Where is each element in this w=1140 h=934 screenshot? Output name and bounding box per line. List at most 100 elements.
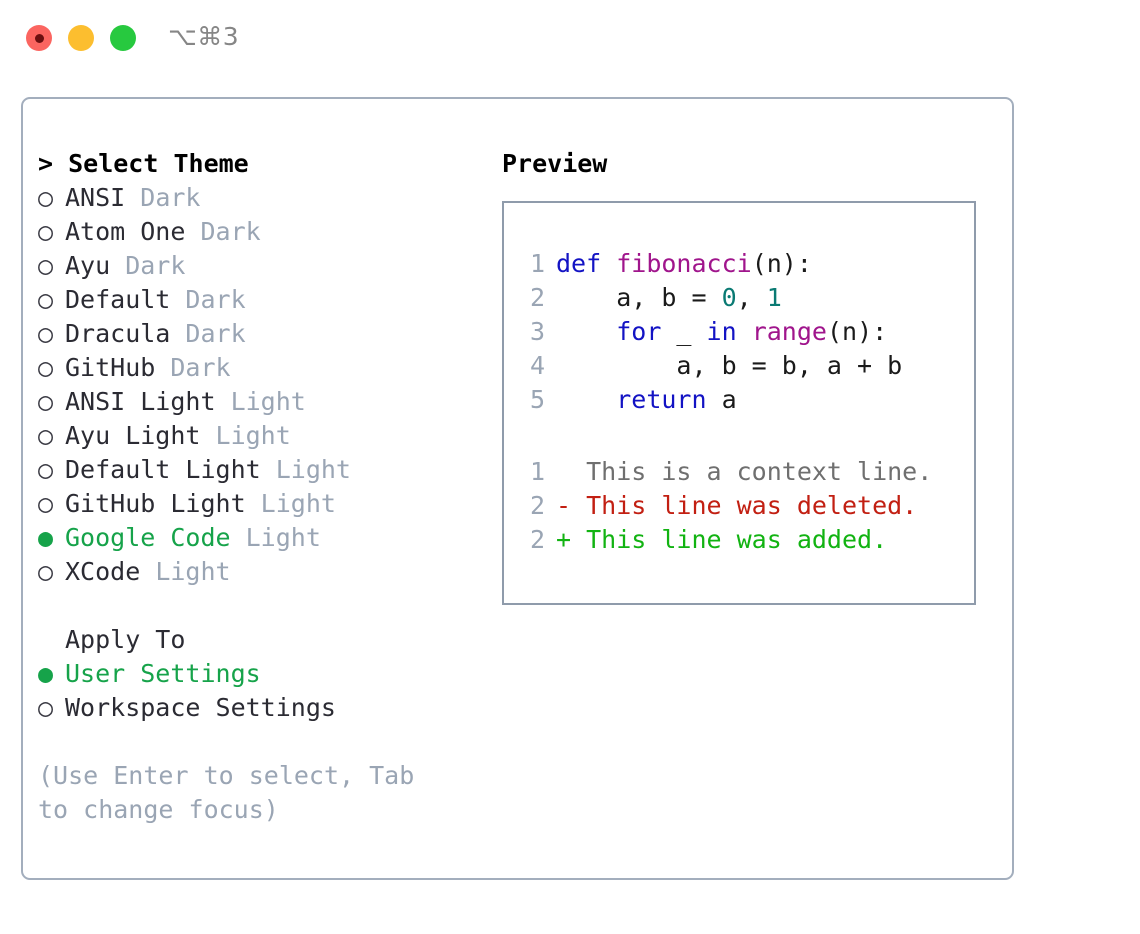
- apply-to-option-user-settings[interactable]: ● User Settings: [38, 657, 508, 691]
- theme-variant-tag: Dark: [170, 285, 246, 314]
- line-number: 5: [529, 385, 545, 414]
- window-controls: [26, 25, 136, 51]
- theme-option-xcode[interactable]: ○ XCode Light: [38, 555, 508, 589]
- theme-option-label: Google Code: [65, 523, 231, 552]
- code-token: a: [706, 385, 737, 414]
- theme-option-label: Default Light: [65, 455, 261, 484]
- theme-option-ayu[interactable]: ○Ayu Dark: [38, 249, 508, 283]
- code-token: return: [616, 385, 707, 414]
- maximize-button[interactable]: [110, 25, 136, 51]
- diff-line-add: 2+ This line was added.: [518, 523, 932, 557]
- code-token: def: [556, 249, 617, 278]
- theme-option-label: XCode: [65, 557, 141, 586]
- radio-selected-icon: ●: [38, 659, 54, 688]
- theme-option-label: Default: [65, 285, 171, 314]
- theme-variant-tag: Light: [230, 523, 321, 552]
- theme-option-default-light[interactable]: ○Default Light Light: [38, 453, 508, 487]
- theme-variant-tag: Dark: [110, 251, 186, 280]
- line-number: 4: [529, 351, 545, 380]
- theme-picker-panel: > Select Theme ○ANSI Dark○Atom One Dark○…: [38, 147, 508, 827]
- theme-option-github[interactable]: ○GitHub Dark: [38, 351, 508, 385]
- diff-line-ctx: 1 This is a context line.: [518, 455, 932, 489]
- apply-to-option-label: Workspace Settings: [65, 693, 336, 722]
- code-token: 0: [721, 283, 737, 312]
- code-token: a, b =: [556, 283, 722, 312]
- code-line: 3 for _ in range(n):: [518, 315, 902, 349]
- code-token: 1: [766, 283, 782, 312]
- close-button[interactable]: [26, 25, 52, 51]
- code-token: (n):: [751, 249, 812, 278]
- theme-option-label: ANSI: [65, 183, 126, 212]
- apply-to-list: ● User Settings ○Workspace Settings: [38, 657, 508, 725]
- radio-selected-icon: ●: [38, 523, 54, 552]
- preview-title: Preview: [502, 149, 608, 178]
- code-token: fibonacci: [616, 249, 752, 278]
- theme-variant-tag: Dark: [170, 319, 246, 348]
- diff-text: This line was deleted.: [586, 491, 918, 520]
- theme-variant-tag: Light: [260, 455, 351, 484]
- apply-to-heading: Apply To: [65, 625, 186, 654]
- radio-unselected-icon: ○: [38, 421, 54, 450]
- radio-unselected-icon: ○: [38, 353, 54, 382]
- diff-text: This is a context line.: [586, 457, 933, 486]
- keyboard-hint: (Use Enter to select, Tab to change focu…: [38, 761, 415, 824]
- diff-sample: 1 This is a context line.2- This line wa…: [518, 455, 932, 557]
- keyboard-shortcut-label: ⌥⌘3: [168, 22, 240, 51]
- theme-option-ansi-light[interactable]: ○ ANSI Light Light: [38, 385, 508, 419]
- code-line: 5 return a: [518, 383, 902, 417]
- theme-variant-tag: Light: [140, 557, 231, 586]
- radio-unselected-icon: ○: [38, 183, 54, 212]
- theme-list: ○ANSI Dark○Atom One Dark○Ayu Dark○Defaul…: [38, 181, 508, 589]
- theme-option-dracula[interactable]: ○ Dracula Dark: [38, 317, 508, 351]
- radio-unselected-icon: ○: [38, 387, 54, 416]
- code-token: for: [616, 317, 662, 346]
- code-token: (n):: [826, 317, 888, 346]
- theme-option-default[interactable]: ○ Default Dark: [38, 283, 508, 317]
- line-number: 1: [529, 249, 545, 278]
- theme-option-ansi[interactable]: ○ ANSI Dark: [38, 181, 508, 215]
- theme-option-label: Dracula: [65, 319, 171, 348]
- diff-line-del: 2- This line was deleted.: [518, 489, 932, 523]
- code-line: 2 a, b = 0, 1: [518, 281, 902, 315]
- code-token: [737, 317, 752, 346]
- code-token: [556, 317, 616, 346]
- theme-option-label: ANSI Light: [65, 387, 216, 416]
- theme-option-google-code[interactable]: ● Google Code Light: [38, 521, 508, 555]
- line-number: 2: [529, 525, 545, 554]
- page-title: > Select Theme: [38, 149, 249, 178]
- code-line: 4 a, b = b, a + b: [518, 349, 902, 383]
- apply-to-option-label: User Settings: [65, 659, 261, 688]
- theme-option-label: Atom One: [65, 217, 186, 246]
- line-number: 1: [529, 457, 545, 486]
- line-number: 2: [529, 491, 545, 520]
- code-token: a, b = b, a + b: [556, 351, 903, 380]
- theme-variant-tag: Dark: [125, 183, 201, 212]
- radio-unselected-icon: ○: [38, 285, 54, 314]
- theme-option-github-light[interactable]: ○ GitHub Light Light: [38, 487, 508, 521]
- radio-unselected-icon: ○: [38, 319, 54, 348]
- line-number: 3: [529, 317, 545, 346]
- line-number: 2: [529, 283, 545, 312]
- minimize-button[interactable]: [68, 25, 94, 51]
- diff-sign: [556, 457, 586, 486]
- theme-option-label: Ayu: [65, 251, 111, 280]
- code-token: range: [751, 317, 827, 346]
- theme-variant-tag: Light: [245, 489, 336, 518]
- theme-variant-tag: Light: [200, 421, 291, 450]
- code-token: [556, 385, 616, 414]
- code-token: in: [706, 317, 737, 346]
- radio-unselected-icon: ○: [38, 557, 54, 586]
- theme-option-ayu-light[interactable]: ○Ayu Light Light: [38, 419, 508, 453]
- theme-option-atom-one[interactable]: ○Atom One Dark: [38, 215, 508, 249]
- radio-unselected-icon: ○: [38, 489, 54, 518]
- diff-sign: -: [556, 491, 587, 520]
- code-line: 1 def fibonacci(n):: [518, 247, 902, 281]
- theme-variant-tag: Dark: [155, 353, 231, 382]
- apply-to-option-workspace-settings[interactable]: ○Workspace Settings: [38, 691, 508, 725]
- theme-variant-tag: Light: [215, 387, 306, 416]
- diff-sign: +: [556, 525, 587, 554]
- theme-option-label: GitHub Light: [65, 489, 246, 518]
